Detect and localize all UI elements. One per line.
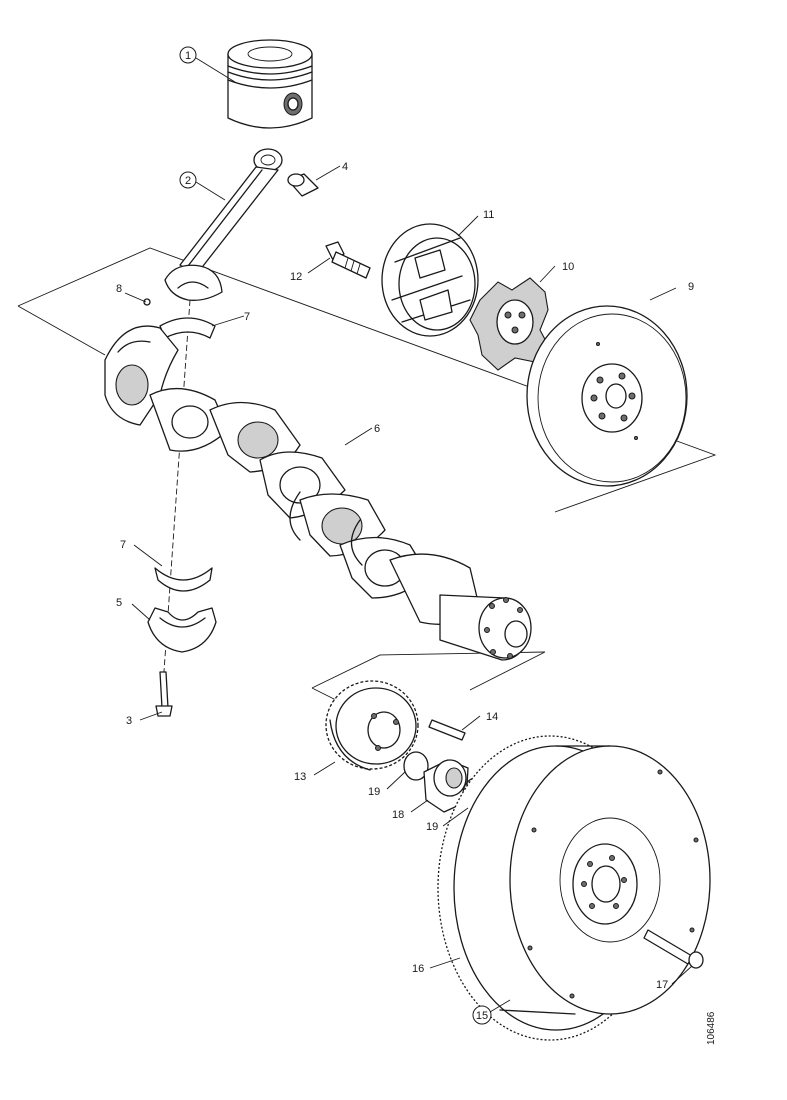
label-8: 8 bbox=[116, 283, 122, 295]
label-10: 10 bbox=[562, 261, 574, 273]
flexible-coupling-element bbox=[469, 277, 549, 371]
leader-lines bbox=[124, 57, 693, 1013]
upper-bearing-shell bbox=[159, 317, 216, 339]
label-18: 18 bbox=[392, 809, 404, 821]
vibration-damper bbox=[526, 305, 688, 487]
label-17: 17 bbox=[656, 979, 668, 991]
label-7-upper: 7 bbox=[244, 311, 250, 323]
label-12: 12 bbox=[290, 271, 302, 283]
label-6: 6 bbox=[374, 423, 380, 435]
coupling-housing bbox=[381, 223, 479, 337]
piston bbox=[227, 39, 313, 129]
label-7-lower: 7 bbox=[120, 539, 126, 551]
label-4: 4 bbox=[342, 161, 348, 173]
flywheel-bolt bbox=[643, 929, 704, 969]
lower-bearing-shell bbox=[154, 567, 213, 592]
callout-15: 15 bbox=[472, 1005, 492, 1025]
connecting-rod bbox=[164, 148, 283, 301]
con-rod-cap bbox=[147, 607, 217, 653]
label-15: 15 bbox=[476, 1010, 488, 1022]
label-11: 11 bbox=[483, 209, 494, 221]
circlip-inner bbox=[403, 751, 429, 781]
pilot-bearing bbox=[423, 759, 469, 813]
vibration-damper-bolt bbox=[325, 241, 371, 279]
label-19-lower: 19 bbox=[426, 821, 438, 833]
con-rod-bolt bbox=[155, 671, 173, 717]
callout-2: 2 bbox=[179, 171, 197, 189]
crankshaft bbox=[104, 325, 532, 661]
upper-assembly-plane bbox=[17, 247, 717, 513]
flywheel bbox=[437, 735, 711, 1041]
label-5: 5 bbox=[116, 597, 122, 609]
label-1: 1 bbox=[185, 50, 191, 62]
reference-number: 106486 bbox=[706, 1011, 717, 1045]
label-19-upper: 19 bbox=[368, 786, 380, 798]
label-13: 13 bbox=[294, 771, 306, 783]
label-2: 2 bbox=[185, 175, 191, 187]
piston-pin-bushing bbox=[287, 173, 319, 197]
locating-pin bbox=[428, 719, 466, 741]
con-rod-cap-nut bbox=[143, 298, 151, 306]
label-16: 16 bbox=[412, 963, 424, 975]
crankshaft-gear bbox=[325, 680, 419, 771]
label-14: 14 bbox=[486, 711, 498, 723]
label-3: 3 bbox=[126, 715, 132, 727]
label-9: 9 bbox=[688, 281, 694, 293]
callout-1: 1 bbox=[179, 46, 197, 64]
